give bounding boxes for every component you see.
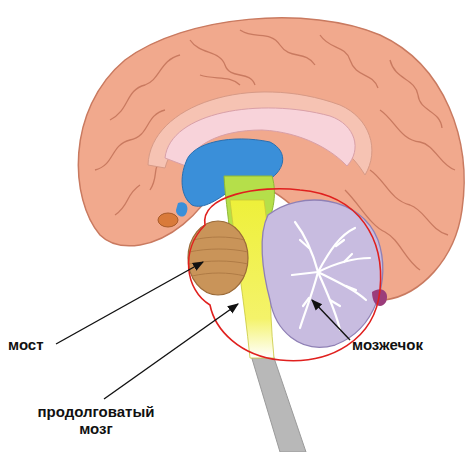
spinal-cord — [250, 352, 306, 452]
arbor-branch — [292, 272, 318, 275]
cerebellum — [262, 200, 383, 347]
leader-line — [312, 300, 350, 340]
pons-fibre — [189, 249, 248, 252]
arbor-branch — [318, 272, 340, 330]
arbor-branch — [300, 272, 318, 328]
gyrus-line — [115, 185, 140, 215]
leader-line — [104, 304, 238, 399]
pons — [188, 221, 248, 295]
gyrus-line — [200, 75, 240, 85]
pons-fibre — [193, 237, 245, 240]
gyrus-line — [380, 110, 455, 170]
gyrus-line — [110, 55, 180, 120]
gyrus-line — [240, 30, 315, 65]
pons-fibres — [189, 237, 248, 276]
arbor-vitae — [292, 222, 370, 330]
hypothalamus — [176, 202, 187, 216]
leader-lines — [56, 262, 350, 399]
pons-fibre — [192, 273, 245, 276]
gyrus-line — [390, 60, 442, 128]
highlight-outline — [189, 189, 381, 361]
gyrus-line — [370, 170, 448, 235]
part-label: мозжечок — [352, 336, 462, 353]
pons-fibre — [189, 261, 248, 264]
part-label: мост — [8, 336, 68, 353]
arbor-branch — [318, 258, 370, 272]
arbor-twigs — [300, 240, 356, 306]
pituitary — [158, 213, 178, 227]
gyrus-line — [190, 40, 255, 85]
gyrus-line — [320, 35, 378, 88]
part-label: продолговатый мозг — [26, 403, 166, 438]
leader-line — [56, 262, 203, 344]
arbor-branch — [318, 228, 355, 272]
